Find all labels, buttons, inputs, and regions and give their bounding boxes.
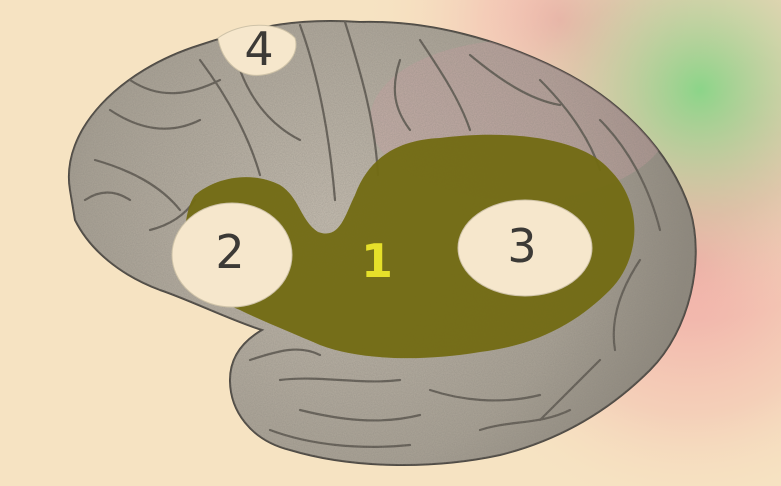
region-2-label: 2 [215, 225, 244, 279]
region-3-label: 3 [507, 219, 536, 273]
region-1-label: 1 [361, 234, 393, 288]
region-4-label: 4 [244, 22, 273, 76]
